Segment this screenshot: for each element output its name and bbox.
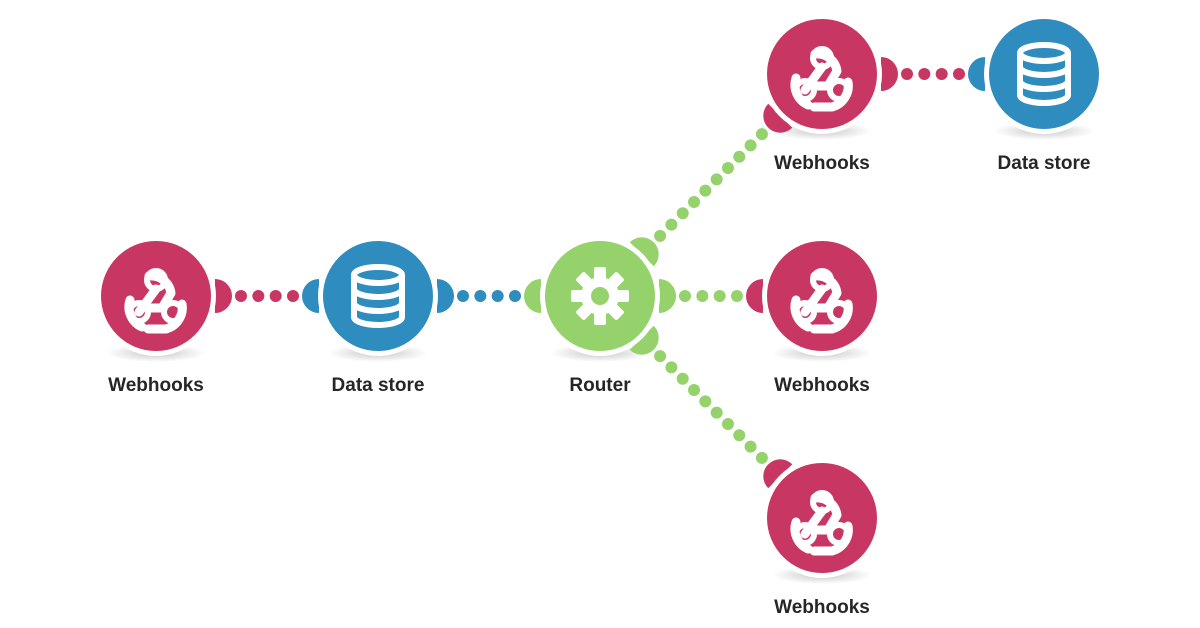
- connection-dot: [733, 429, 746, 442]
- connection-dot: [713, 290, 726, 302]
- connection-dot: [665, 361, 678, 374]
- input-handle[interactable]: [524, 279, 541, 313]
- connection-dot: [699, 395, 712, 408]
- connection-dot: [710, 173, 723, 186]
- input-handle[interactable]: [756, 452, 793, 489]
- module-label: Webhooks: [774, 375, 870, 396]
- connection-dot: [721, 417, 734, 430]
- connection-dot: [744, 139, 757, 152]
- module-label: Data store: [998, 153, 1091, 174]
- connection-dot: [457, 290, 469, 302]
- connection-router-to-webhooks-mid[interactable]: [679, 290, 743, 302]
- gear-icon: [571, 267, 629, 325]
- connection-dot: [918, 68, 931, 80]
- connections-layer: [215, 57, 985, 489]
- connection-dot: [654, 229, 667, 242]
- input-handle[interactable]: [302, 279, 319, 313]
- connection-dot: [654, 350, 667, 363]
- output-handle[interactable]: [659, 279, 676, 313]
- connection-dot: [287, 290, 299, 302]
- connection-datastore-1-to-router[interactable]: [457, 290, 521, 302]
- module-label: Data store: [332, 375, 425, 396]
- output-handle[interactable]: [437, 279, 454, 313]
- connection-dot: [676, 207, 689, 220]
- module-datastore-top[interactable]: Data store: [984, 14, 1104, 174]
- connection-dot: [676, 372, 689, 385]
- connection-dot: [744, 440, 757, 453]
- connection-dot: [699, 184, 712, 197]
- connection-router-to-webhooks-bottom[interactable]: [654, 350, 768, 464]
- connection-webhooks-top-to-datastore-top[interactable]: [901, 68, 965, 80]
- module-webhooks-1[interactable]: Webhooks: [96, 236, 216, 396]
- output-handle[interactable]: [629, 230, 666, 267]
- connection-dot: [474, 290, 487, 302]
- output-handle[interactable]: [215, 279, 232, 313]
- connection-webhooks-1-to-datastore-1[interactable]: [235, 290, 299, 302]
- input-handle[interactable]: [968, 57, 985, 91]
- connection-dot: [696, 290, 709, 302]
- connection-dot: [235, 290, 247, 302]
- connection-dot: [733, 150, 746, 163]
- input-handle[interactable]: [746, 279, 763, 313]
- connection-dot: [721, 162, 734, 175]
- output-handle[interactable]: [629, 325, 666, 362]
- module-router[interactable]: Router: [540, 236, 660, 396]
- connection-dot: [252, 290, 265, 302]
- connection-dot: [688, 195, 701, 208]
- connection-router-to-webhooks-top[interactable]: [654, 128, 768, 242]
- connection-dot: [688, 384, 701, 397]
- connection-dot: [509, 290, 521, 302]
- module-datastore-1[interactable]: Data store: [318, 236, 438, 396]
- connection-dot: [755, 451, 768, 464]
- output-handle[interactable]: [881, 57, 898, 91]
- connection-dot: [755, 128, 768, 141]
- connection-dot: [710, 406, 723, 419]
- connection-dot: [935, 68, 948, 80]
- module-label: Webhooks: [108, 375, 204, 396]
- connection-dot: [953, 68, 965, 80]
- connection-dot: [491, 290, 504, 302]
- connection-dot: [679, 290, 691, 302]
- module-webhooks-top[interactable]: Webhooks: [762, 14, 882, 174]
- connection-dot: [269, 290, 282, 302]
- connection-dot: [665, 218, 678, 231]
- module-label: Router: [569, 375, 631, 396]
- input-handle[interactable]: [756, 103, 793, 140]
- module-label: Webhooks: [774, 153, 870, 174]
- module-webhooks-mid[interactable]: Webhooks: [762, 236, 882, 396]
- connection-dot: [901, 68, 913, 80]
- module-webhooks-bottom[interactable]: Webhooks: [762, 458, 882, 618]
- connection-dot: [731, 290, 743, 302]
- module-label: Webhooks: [774, 597, 870, 618]
